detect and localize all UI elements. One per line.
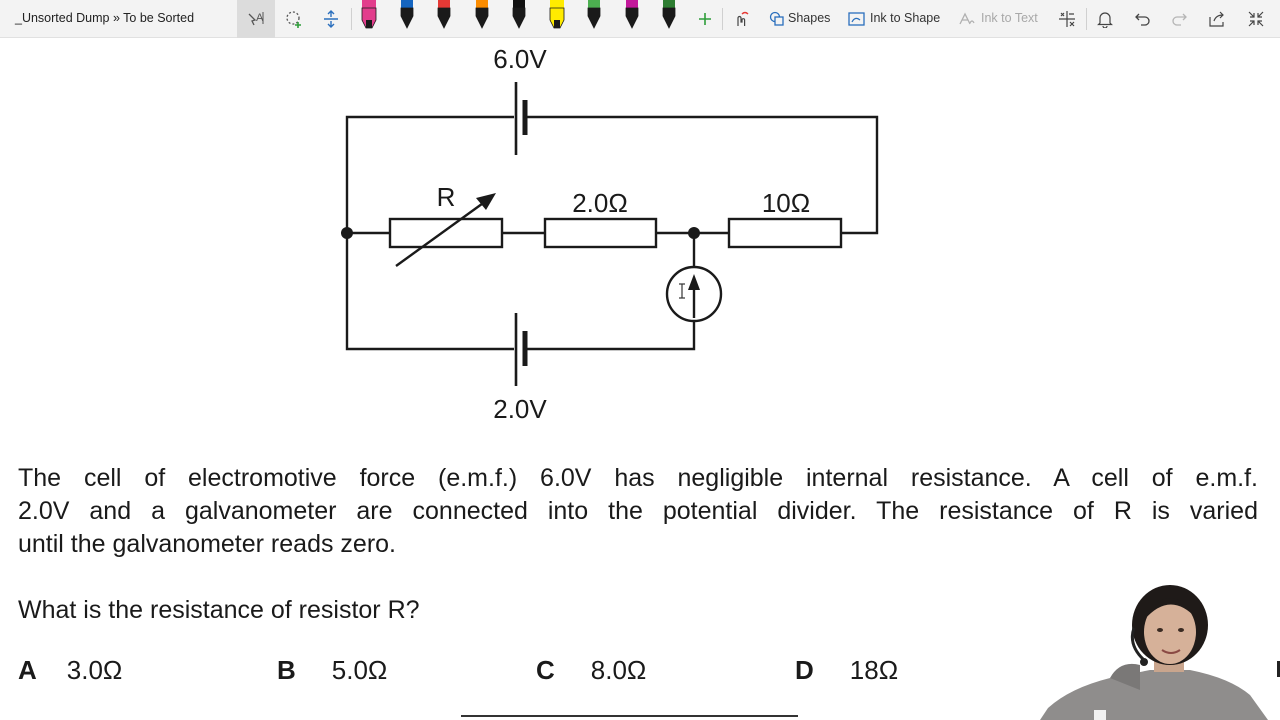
label-6v: 6.0V [493, 44, 547, 74]
option-a-value: 3.0Ω [66, 655, 123, 685]
resistor-10-ohm-symbol [727, 217, 843, 249]
junction-right [688, 227, 700, 239]
toolbar-separator [722, 8, 723, 30]
text-select-icon: A [248, 12, 264, 26]
pen-icon [437, 0, 451, 29]
full-page-view-button[interactable] [1245, 0, 1267, 38]
share-icon [1209, 11, 1224, 27]
option-b[interactable]: B 5.0Ω [277, 655, 387, 686]
highlighter-yellow-button[interactable] [548, 0, 566, 32]
label-2v: 2.0V [493, 394, 547, 424]
lasso-icon [286, 11, 301, 28]
option-c-letter: C [536, 655, 555, 685]
redo-icon [1172, 13, 1187, 26]
option-b-letter: B [277, 655, 296, 685]
option-d-letter: D [795, 655, 814, 685]
presenter-shirt [1040, 670, 1268, 720]
pen-icon [512, 0, 526, 29]
presenter-face [1144, 600, 1196, 664]
draw-with-touch-icon [737, 11, 749, 26]
option-b-value: 5.0Ω [331, 655, 388, 685]
wire-top-right [525, 115, 879, 235]
pen-icon [400, 0, 413, 29]
toolbar-separator [1086, 8, 1087, 30]
pen-icon [549, 0, 564, 29]
ink-to-shape-icon [848, 12, 865, 26]
option-c-value: 8.0Ω [590, 655, 647, 685]
option-d[interactable]: D 18Ω [795, 655, 898, 686]
undo-button[interactable] [1131, 0, 1153, 38]
pen-icon [625, 0, 638, 29]
math-icon [1059, 11, 1075, 27]
option-c[interactable]: C 8.0Ω [536, 655, 646, 686]
share-button[interactable] [1206, 0, 1228, 38]
variable-resistor-symbol [388, 193, 504, 267]
notifications-button[interactable] [1094, 0, 1116, 38]
option-a[interactable]: A 3.0Ω [18, 655, 122, 686]
pen-magenta-button[interactable] [623, 0, 641, 32]
insert-space-icon [324, 10, 338, 28]
toolbar-separator [351, 8, 352, 30]
headset-icon [1130, 627, 1146, 662]
ink-to-math-button[interactable] [1056, 0, 1078, 38]
scrollbar-marker[interactable] [1277, 661, 1280, 677]
text-cursor-icon [679, 283, 685, 299]
add-pen-button[interactable] [694, 0, 716, 38]
plus-icon [699, 13, 711, 25]
touch-draw-button[interactable] [730, 0, 752, 38]
page-breadcrumb[interactable]: _Unsorted Dump » To be Sorted [15, 11, 195, 25]
highlighter-pink-button[interactable] [360, 0, 378, 32]
junction-left [341, 227, 353, 239]
question-paragraph[interactable]: The cell of electromotive force (e.m.f.)… [18, 462, 1258, 561]
shapes-icon [769, 11, 784, 26]
cell-2v-symbol [514, 313, 528, 386]
pen-icon [662, 0, 676, 29]
question-prompt[interactable]: What is the resistance of resistor R? [18, 596, 420, 624]
ink-to-shape-button-icon[interactable] [848, 0, 866, 38]
question-line-1: The cell of electromotive force (e.m.f.)… [18, 464, 1258, 492]
type-select-tool[interactable]: A [237, 0, 275, 38]
onenote-draw-toolbar: _Unsorted Dump » To be Sorted A [0, 0, 1280, 38]
add-space-tool[interactable] [317, 0, 345, 38]
cell-6v-symbol [514, 82, 528, 155]
pen-green-button[interactable] [660, 0, 678, 32]
presenter-webcam-overlay [1040, 585, 1268, 720]
pen-icon [475, 0, 488, 29]
circuit-diagram: 6.0V 2.0V R 2.0Ω 10Ω [341, 44, 879, 424]
pen-orange-button[interactable] [473, 0, 491, 32]
svg-text:A: A [256, 12, 264, 24]
question-line-2: 2.0V and a galvanometer are connected in… [18, 497, 1258, 525]
bell-icon [1097, 12, 1113, 28]
resistor-2-ohm-symbol [543, 217, 658, 249]
label-r: R [437, 182, 456, 212]
option-a-letter: A [18, 655, 37, 685]
question-line-3: until the galvanometer reads zero. [18, 530, 396, 558]
ink-to-text-button[interactable]: Ink to Text [981, 11, 1038, 25]
redo-button[interactable] [1169, 0, 1191, 38]
undo-icon [1135, 13, 1150, 26]
label-2-ohm: 2.0Ω [572, 188, 628, 218]
shapes-button[interactable]: Shapes [788, 11, 831, 25]
ink-to-text-icon [959, 12, 975, 25]
ink-stroke-underline [461, 715, 798, 717]
shapes-button-icon[interactable] [768, 0, 786, 38]
pen-black-button[interactable] [510, 0, 528, 32]
pen-icon [587, 0, 601, 29]
pen-blue-button[interactable] [398, 0, 416, 32]
page-canvas[interactable]: 6.0V 2.0V R 2.0Ω 10Ω The cell of electro… [0, 38, 1280, 720]
pen-icon [361, 0, 377, 29]
lasso-select-tool[interactable] [280, 0, 308, 38]
galvanometer-symbol [665, 265, 723, 323]
collapse-arrows-icon [1248, 11, 1264, 27]
option-d-value: 18Ω [849, 655, 899, 685]
pen-galaxy-button[interactable] [585, 0, 603, 32]
pen-red-button[interactable] [435, 0, 453, 32]
ink-to-shape-button[interactable]: Ink to Shape [870, 11, 941, 25]
label-10-ohm: 10Ω [762, 188, 810, 218]
ink-to-text-button-icon[interactable] [958, 0, 976, 38]
wire-bottom-right [525, 322, 696, 351]
